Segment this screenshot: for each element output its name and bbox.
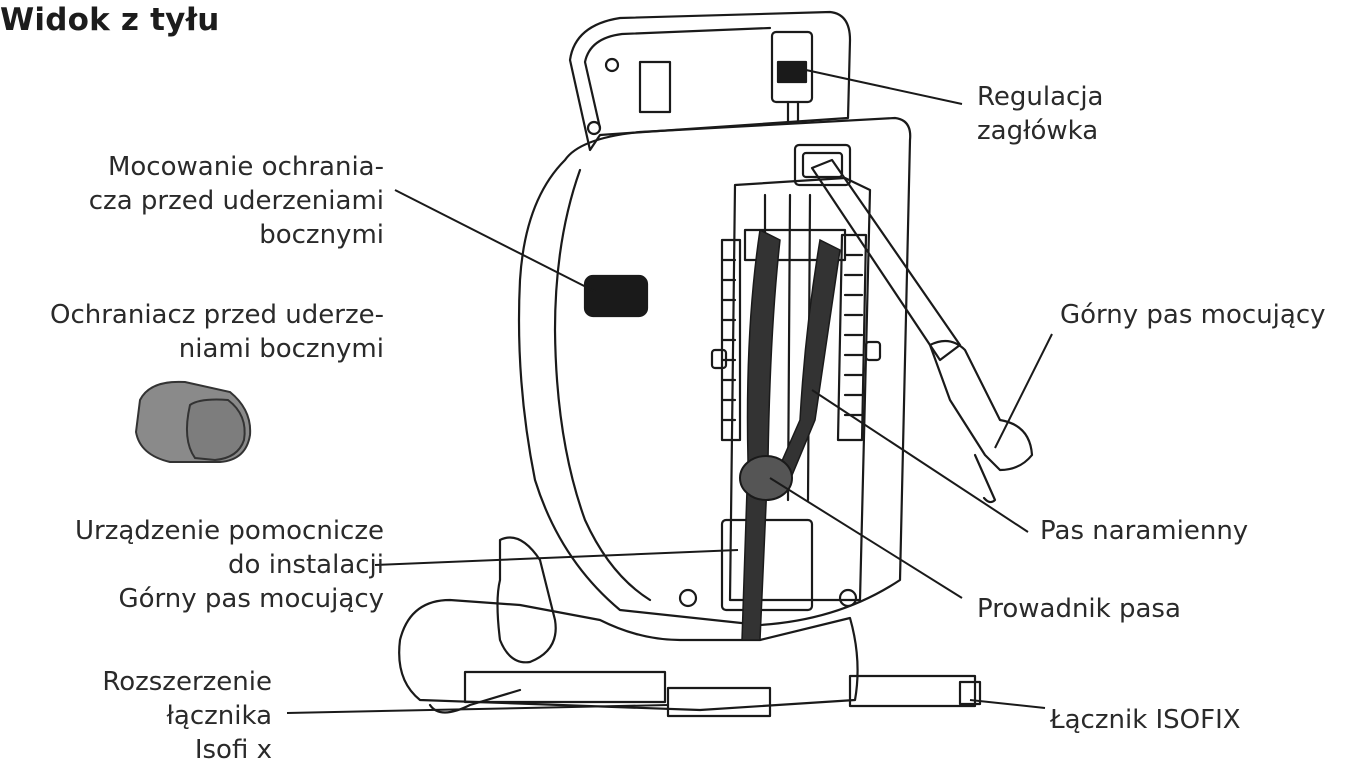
isofix-connector	[848, 674, 977, 708]
leader-top-tether	[994, 333, 1053, 449]
label-isofix-connector: Łącznik ISOFIX	[1050, 705, 1241, 735]
leader-impact-mount	[394, 189, 597, 293]
leader-headrest-adjust	[805, 69, 963, 105]
label-side-impact-mount: Mocowanie ochrania- cza przed uderzeniam…	[88, 152, 384, 250]
shoulder-belt-strap	[741, 228, 841, 641]
headrest-screw-bottom	[586, 120, 602, 136]
headrest-slot	[638, 60, 672, 114]
leader-isofix	[969, 699, 1046, 709]
side-impact-mount	[583, 274, 649, 318]
rail-teeth-right	[836, 233, 868, 442]
label-side-impact-protector: Ochraniacz przed uderze- niami bocznymi	[49, 300, 384, 364]
rear-panel	[728, 176, 872, 602]
installation-aid	[720, 518, 814, 612]
leader-install-aid	[374, 549, 739, 566]
backrest-outline	[517, 116, 912, 627]
leader-belt-guide	[769, 477, 963, 599]
label-headrest-adjustment: Regulacja zagłówka	[977, 82, 1104, 146]
belt-guide	[739, 455, 793, 501]
label-belt-guide: Prowadnik pasa	[977, 594, 1181, 624]
backrest-inner-edge	[553, 168, 652, 602]
leader-shoulder-belt	[811, 389, 1029, 533]
isofix-extension-tip	[666, 686, 772, 718]
label-installation-aid: Urządzenie pomocnicze do instalacji Górn…	[75, 516, 384, 614]
base-lower-shell	[428, 688, 522, 714]
headrest-inner	[583, 26, 772, 130]
label-connector-extension: Rozszerzenie łącznika Isofi x	[102, 667, 272, 765]
diagram-title: Widok z tyłu	[0, 2, 220, 38]
isofix-extension	[463, 670, 667, 704]
seat-base	[398, 598, 859, 712]
rail-teeth-left	[720, 238, 742, 442]
headrest-outline	[568, 10, 852, 152]
headrest-screw-top	[604, 57, 620, 73]
headrest-adjust-handle	[770, 30, 814, 104]
label-top-tether: Górny pas mocujący	[1060, 300, 1326, 330]
leader-connector-ext	[286, 704, 669, 714]
label-shoulder-belt: Pas naramienny	[1040, 516, 1249, 546]
